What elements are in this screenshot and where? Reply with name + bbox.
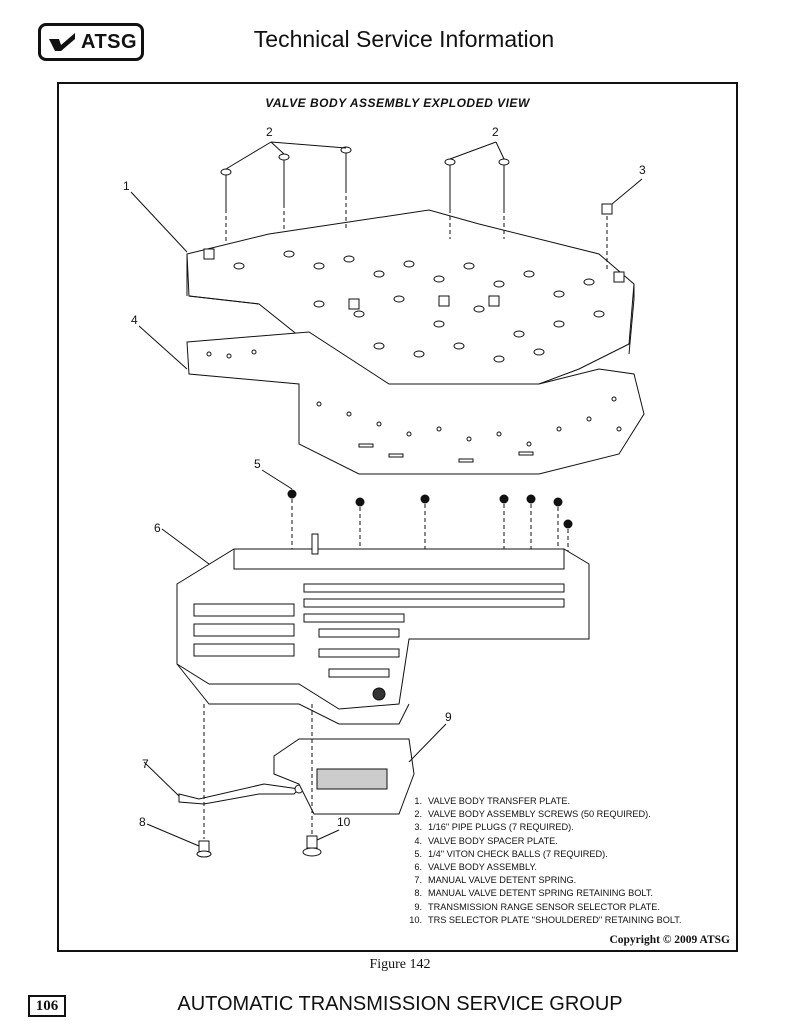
callout-9: 9 — [445, 710, 452, 724]
callout-2a: 2 — [266, 125, 273, 139]
callout-3: 3 — [639, 163, 646, 177]
callout-8: 8 — [139, 815, 146, 829]
legend-item: 9.TRANSMISSION RANGE SENSOR SELECTOR PLA… — [414, 901, 660, 912]
callout-7: 7 — [142, 757, 149, 771]
legend-item: 7.MANUAL VALVE DETENT SPRING. — [414, 875, 577, 886]
page-title: Technical Service Information — [253, 26, 555, 52]
figure-caption: Figure 142 — [369, 957, 431, 972]
legend-item: 2.VALVE BODY ASSEMBLY SCREWS (50 REQUIRE… — [414, 809, 651, 820]
legend-item: 1.VALVE BODY TRANSFER PLATE. — [414, 796, 571, 806]
callout-6: 6 — [154, 521, 161, 535]
figure-frame: VALVE BODY ASSEMBLY EXPLODED VIEW — [57, 82, 738, 952]
exploded-view-diagram: 1 2 2 3 4 5 6 7 8 9 10 — [123, 125, 646, 858]
footer-text: AUTOMATIC TRANSMISSION SERVICE GROUP — [177, 993, 623, 1015]
atsg-logo: ATSG — [38, 23, 144, 61]
legend-item: 4.VALVE BODY SPACER PLATE. — [414, 835, 558, 846]
parts-legend: 1.VALVE BODY TRANSFER PLATE. 2.VALVE BOD… — [404, 795, 681, 927]
figure-title: VALVE BODY ASSEMBLY EXPLODED VIEW — [265, 96, 530, 110]
callout-4: 4 — [131, 313, 138, 327]
legend-item: 6.VALVE BODY ASSEMBLY. — [414, 862, 537, 873]
legend-item: 8.MANUAL VALVE DETENT SPRING RETAINING B… — [414, 888, 653, 899]
valve-body-assembly — [176, 533, 590, 725]
page-number: 106 — [28, 995, 66, 1017]
callout-10: 10 — [337, 815, 351, 829]
callout-5: 5 — [254, 457, 261, 471]
detent-spring-bolt — [196, 840, 212, 858]
transfer-plate — [186, 209, 635, 385]
copyright-notice: Copyright © 2009 ATSG — [609, 934, 730, 946]
legend-item: 3.1/16" PIPE PLUGS (7 REQUIRED). — [414, 822, 574, 833]
detent-spring — [178, 783, 301, 805]
callout-1: 1 — [123, 179, 130, 193]
trs-plate-bolt — [302, 835, 322, 857]
callout-2b: 2 — [492, 125, 499, 139]
trs-selector-plate — [273, 738, 415, 815]
pipe-plug — [601, 203, 613, 215]
spacer-plate — [186, 331, 645, 475]
logo-text: ATSG — [81, 30, 138, 53]
legend-item: 5.1/4" VITON CHECK BALLS (7 REQUIRED). — [414, 848, 608, 859]
check-mark-icon — [49, 33, 75, 51]
legend-item: 10.TRS SELECTOR PLATE "SHOULDERED" RETAI… — [409, 914, 682, 925]
